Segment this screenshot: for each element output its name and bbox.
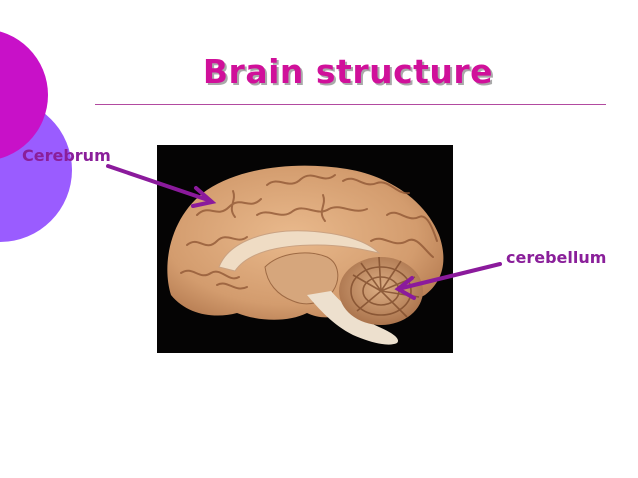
midbrain-shape: [264, 252, 339, 305]
decorative-circles: [0, 31, 72, 242]
brainstem-shape: [307, 291, 399, 345]
slide-title: Brain structure: [202, 52, 494, 91]
title-divider: [95, 104, 606, 105]
cerebellum-label: cerebellum: [506, 248, 607, 267]
magenta-circle: [0, 31, 48, 159]
brain-photo: [157, 145, 453, 353]
cerebrum-label: Cerebrum: [22, 146, 111, 165]
corpus-callosum-shape: [218, 230, 381, 272]
